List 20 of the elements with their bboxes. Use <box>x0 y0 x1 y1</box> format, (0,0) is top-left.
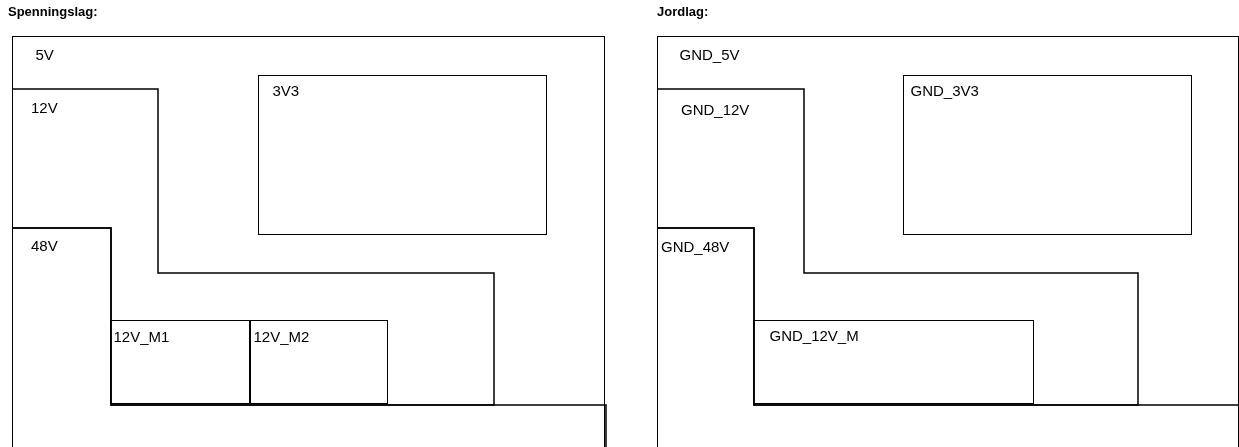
net-label: 12V_M1 <box>113 328 170 346</box>
net-label: 5V <box>35 46 54 64</box>
plane-area <box>110 320 250 404</box>
net-label: GND_12V <box>681 101 750 119</box>
net-label: GND_48V <box>661 238 730 256</box>
net-label: 12V_M2 <box>253 328 310 346</box>
layer-outline <box>657 36 1239 447</box>
net-label: 48V <box>31 237 58 255</box>
layer-heading: Jordlag: <box>657 4 709 19</box>
net-label: GND_12V_M <box>769 327 859 345</box>
net-label: 12V <box>31 99 58 117</box>
plane-area <box>13 228 606 447</box>
plane-area <box>250 320 388 404</box>
plane-area <box>258 75 547 235</box>
layer-outline <box>12 36 605 447</box>
net-label: 3V3 <box>272 82 300 100</box>
net-label: GND_3V3 <box>910 82 979 100</box>
net-label: GND_5V <box>679 46 740 64</box>
plane-area <box>903 75 1192 235</box>
layer-heading: Spenningslag: <box>8 4 98 19</box>
